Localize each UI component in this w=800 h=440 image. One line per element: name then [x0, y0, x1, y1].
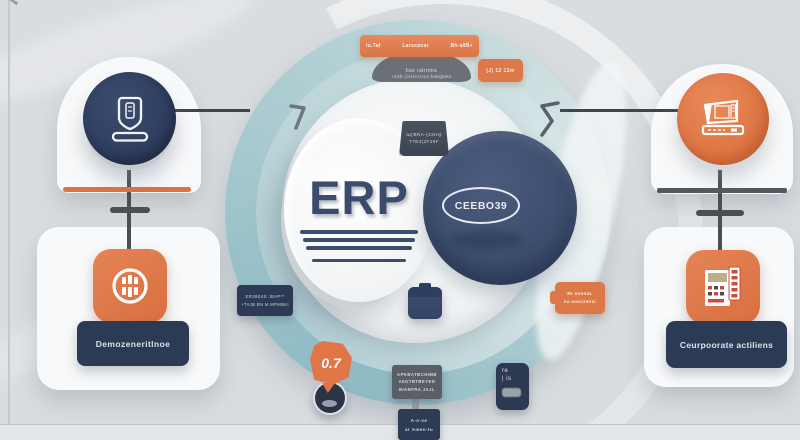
- top-slate-tag: aq'BRA-(42HQ T7E4(2F29F: [399, 121, 449, 156]
- bottom-gray-line3: BIANFRA JAJL: [398, 386, 436, 392]
- connector-line-left: [170, 109, 250, 112]
- badge-shadow: [451, 231, 523, 249]
- erp-title: ERP: [309, 171, 409, 224]
- mid-right-orange-tag: Rr enenaL na aosczenvi: [550, 282, 605, 314]
- right-bottom-icon-square: [686, 250, 760, 324]
- banner-chunk: Bh-a9B+: [450, 43, 473, 49]
- bottom-right-line2: | is: [502, 375, 512, 382]
- erp-underline: [303, 238, 415, 242]
- corner-tick-mark: [3, 0, 19, 5]
- navy-circle: CEEBO39: [423, 131, 577, 285]
- bottom-gray-tag: APKBATBCHIMB A6GTBTBEYEN BIANFRA JAJL: [392, 365, 442, 399]
- top-right-orange-tag: (J) 12 12m: [478, 59, 523, 82]
- left-edge-line: [8, 0, 10, 424]
- mid-right-tag-line2: na aosczenvi: [563, 299, 597, 304]
- crossbar-left: [110, 207, 150, 213]
- right-top-icon-circle: [677, 73, 769, 165]
- left-panel-label-text: Demozeneritlnoe: [95, 338, 171, 349]
- erp-circle: ERP: [284, 118, 434, 302]
- right-panel-label-text: Ceurpoorate actiliens: [679, 339, 774, 350]
- left-tag-line1: ERJBEKE JBAP**: [245, 293, 285, 299]
- briefcase-box: [408, 283, 442, 319]
- globe-coin-icon: [112, 268, 148, 304]
- slate-tag-line2: T7E4(2F29F: [409, 139, 439, 145]
- oval-badge: CEEBO39: [442, 187, 520, 224]
- hexagon-badge: 0.7: [310, 341, 352, 385]
- left-tag-line2: +TAJB BN M MPMBKI: [241, 301, 289, 307]
- divider-bar-right: [657, 188, 787, 193]
- arc-tag-line2: +24b (Jrcrcrcrcs babglasn: [391, 74, 452, 79]
- dark-dot-highlight: [322, 400, 337, 407]
- erp-underline: [300, 230, 418, 234]
- crossbar-right: [696, 210, 744, 216]
- left-panel-label: Demozeneritlnoe: [77, 321, 189, 366]
- calculator-icon: [705, 266, 741, 306]
- bottom-navy-line1: A-o-ve: [410, 417, 428, 423]
- bottom-navy-tag: A-o-ve ar Amen-tu: [398, 409, 440, 440]
- chevron-mark-left: [289, 104, 306, 130]
- left-navy-tag: ERJBEKE JBAP** +TAJB BN M MPMBKI: [237, 285, 293, 316]
- top-right-tag-text: (J) 12 12m: [486, 67, 515, 74]
- erp-underline: [312, 258, 406, 262]
- key-blob: [502, 388, 521, 397]
- bottom-navy-line2: ar Amen-tu: [404, 426, 434, 432]
- arc-tag-line1: bas ratrtima: [405, 68, 438, 74]
- bottom-connector-knob: [412, 398, 419, 410]
- laptop-icon: [701, 99, 745, 136]
- hexagon-badge-text: 0.7: [321, 355, 341, 371]
- banner-chunk: lu.Taf: [366, 43, 381, 49]
- left-top-icon-circle: [83, 72, 176, 165]
- oval-badge-text: CEEBO39: [454, 199, 508, 212]
- divider-bar-left-orange: [63, 187, 191, 192]
- banner-chunk: Laraxanar: [402, 43, 429, 49]
- bottom-gray-line2: A6GTBTBEYEN: [398, 379, 436, 385]
- chevron-mark-right: [540, 101, 560, 137]
- erp-underline: [306, 246, 412, 250]
- bottom-gray-line1: APKBATBCHIMB: [397, 371, 437, 377]
- hexagon-badge-tail: [322, 383, 335, 393]
- top-orange-banner: lu.Taf Laraxanar Bh-a9B+: [360, 35, 479, 57]
- mid-right-tag-line1: Rr enenaL: [567, 291, 593, 296]
- slate-tag-line1: aq'BRA-(42HQ: [406, 132, 442, 138]
- erp-underlines: [284, 230, 434, 262]
- top-arc-tag: bas ratrtima +24b (Jrcrcrcrcs babglasn: [372, 52, 471, 82]
- laptop-shield-icon: [111, 96, 148, 142]
- bottom-right-navy-tag: re | is: [496, 363, 529, 410]
- bottom-right-line1: re: [502, 368, 509, 374]
- right-panel-label: Ceurpoorate actiliens: [666, 321, 787, 368]
- connector-line-right: [560, 109, 680, 112]
- left-bottom-icon-square: [93, 249, 167, 323]
